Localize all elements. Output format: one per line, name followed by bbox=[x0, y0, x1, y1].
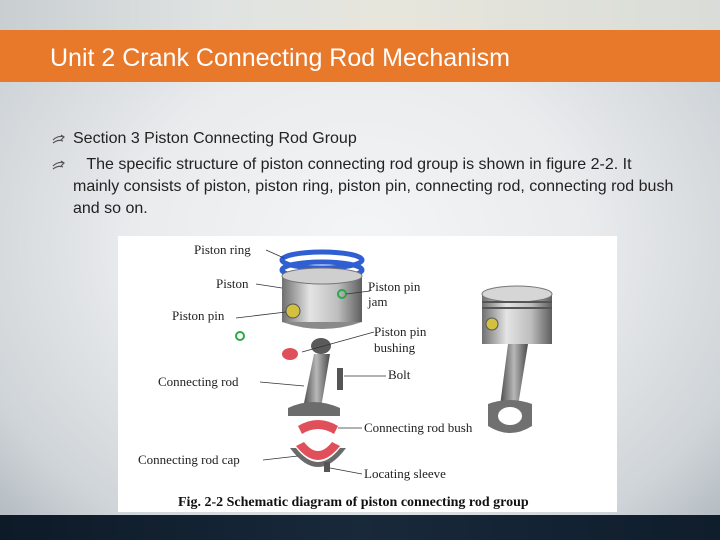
bullet-text: The specific structure of piston connect… bbox=[73, 156, 674, 217]
bullet-item: The specific structure of piston connect… bbox=[50, 154, 680, 220]
label-piston-ring: Piston ring bbox=[194, 242, 251, 257]
label-piston-pin-bushing-2: bushing bbox=[374, 340, 416, 355]
piston-pin-shape bbox=[285, 303, 301, 319]
bullet-arrow-icon bbox=[52, 160, 65, 170]
label-connecting-rod-bush: Connecting rod bush bbox=[364, 420, 473, 435]
label-piston-pin-bushing-1: Piston pin bbox=[374, 324, 427, 339]
locating-sleeve-shape bbox=[324, 462, 330, 472]
connecting-rod-bush-shape bbox=[298, 420, 338, 434]
bullet-arrow-icon bbox=[52, 134, 65, 144]
label-bolt: Bolt bbox=[388, 367, 411, 382]
label-connecting-rod-cap: Connecting rod cap bbox=[138, 452, 240, 467]
bullet-text: Section 3 Piston Connecting Rod Group bbox=[73, 130, 357, 147]
bullet-list: Section 3 Piston Connecting Rod Group Th… bbox=[50, 128, 680, 220]
connecting-rod-cap-shape bbox=[290, 448, 346, 467]
piston-diagram: Piston ring Piston Piston pin Piston pin… bbox=[138, 242, 553, 510]
figure-caption: Fig. 2-2 Schematic diagram of piston con… bbox=[178, 495, 529, 510]
slide-title: Unit 2 Crank Connecting Rod Mechanism bbox=[50, 44, 510, 72]
label-piston-pin-jam-2: jam bbox=[367, 294, 388, 309]
label-piston-pin: Piston pin bbox=[172, 308, 225, 323]
label-locating-sleeve: Locating sleeve bbox=[364, 466, 446, 481]
bottom-decor-band bbox=[0, 515, 720, 540]
bolt-shape bbox=[337, 368, 343, 390]
bullet-item: Section 3 Piston Connecting Rod Group bbox=[50, 128, 680, 150]
top-decor-strip bbox=[0, 0, 720, 30]
piston-diagram-figure: Piston ring Piston Piston pin Piston pin… bbox=[118, 236, 617, 512]
label-piston: Piston bbox=[216, 276, 249, 291]
label-piston-pin-jam-1: Piston pin bbox=[368, 279, 421, 294]
connecting-rod-shape bbox=[303, 354, 330, 408]
label-connecting-rod: Connecting rod bbox=[158, 374, 239, 389]
piston-pin-bushing-shape bbox=[282, 348, 298, 360]
assembled-piston bbox=[481, 285, 553, 433]
exploded-piston-assembly bbox=[235, 249, 365, 472]
title-bar: Unit 2 Crank Connecting Rod Mechanism bbox=[0, 30, 720, 82]
